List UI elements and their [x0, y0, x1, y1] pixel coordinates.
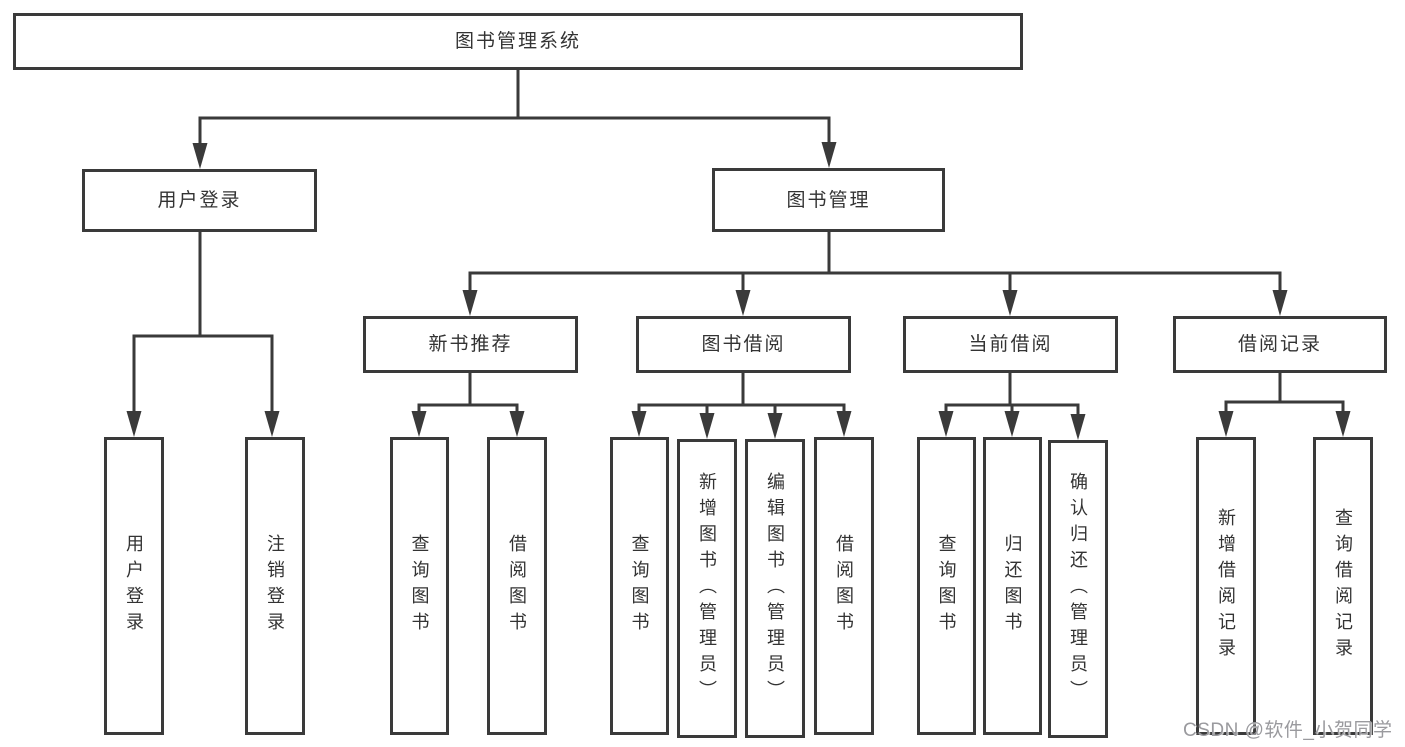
leaf-borrow-books-recommend: 借阅图书 [487, 437, 547, 735]
node-new-book-recommend-label: 新书推荐 [428, 334, 513, 355]
leaf-query-books-recommend-label: 查询图书 [409, 534, 430, 638]
node-user-login: 用户登录 [82, 169, 317, 232]
leaf-return-books-label: 归还图书 [1002, 534, 1023, 638]
node-root-label: 图书管理系统 [454, 31, 581, 52]
leaf-edit-books-admin: 编辑图书（管理员） [745, 439, 805, 738]
leaf-user-login: 用户登录 [104, 437, 164, 735]
leaf-edit-books-admin-label: 编辑图书（管理员） [765, 471, 785, 706]
node-new-book-recommend: 新书推荐 [363, 316, 578, 373]
leaf-logout-label: 注销登录 [265, 534, 285, 638]
leaf-borrow-books-borrow: 借阅图书 [814, 437, 874, 735]
leaf-query-books-current: 查询图书 [917, 437, 976, 735]
leaf-add-borrow-record: 新增借阅记录 [1196, 437, 1256, 735]
leaf-borrow-books-borrow-label: 借阅图书 [834, 534, 854, 638]
node-book-borrow-label: 图书借阅 [701, 334, 786, 355]
leaf-query-books-recommend: 查询图书 [390, 437, 449, 735]
node-borrow-records-label: 借阅记录 [1237, 334, 1322, 355]
node-book-management: 图书管理 [712, 168, 945, 232]
leaf-query-books-borrow-label: 查询图书 [629, 534, 650, 638]
node-book-borrow: 图书借阅 [636, 316, 851, 373]
leaf-return-books: 归还图书 [983, 437, 1042, 735]
node-current-borrow-label: 当前借阅 [968, 334, 1053, 355]
leaf-add-borrow-record-label: 新增借阅记录 [1216, 508, 1236, 664]
leaf-query-books-current-label: 查询图书 [936, 534, 957, 638]
leaf-confirm-return-admin-label: 确认归还（管理员） [1068, 472, 1088, 706]
node-user-login-label: 用户登录 [157, 190, 242, 211]
node-borrow-records: 借阅记录 [1173, 316, 1387, 373]
leaf-query-borrow-record: 查询借阅记录 [1313, 437, 1373, 735]
leaf-add-books-admin: 新增图书（管理员） [677, 439, 737, 738]
leaf-logout: 注销登录 [245, 437, 305, 735]
leaf-add-books-admin-label: 新增图书（管理员） [697, 471, 717, 706]
leaf-query-books-borrow: 查询图书 [610, 437, 669, 735]
csdn-watermark: CSDN @软件_小贺同学 [1183, 720, 1393, 741]
node-book-management-label: 图书管理 [786, 189, 871, 211]
leaf-query-borrow-record-label: 查询借阅记录 [1333, 508, 1353, 664]
leaf-borrow-books-recommend-label: 借阅图书 [507, 534, 527, 638]
node-current-borrow: 当前借阅 [903, 316, 1118, 373]
leaf-confirm-return-admin: 确认归还（管理员） [1048, 440, 1108, 738]
node-root: 图书管理系统 [13, 13, 1023, 70]
leaf-user-login-label: 用户登录 [124, 534, 144, 638]
